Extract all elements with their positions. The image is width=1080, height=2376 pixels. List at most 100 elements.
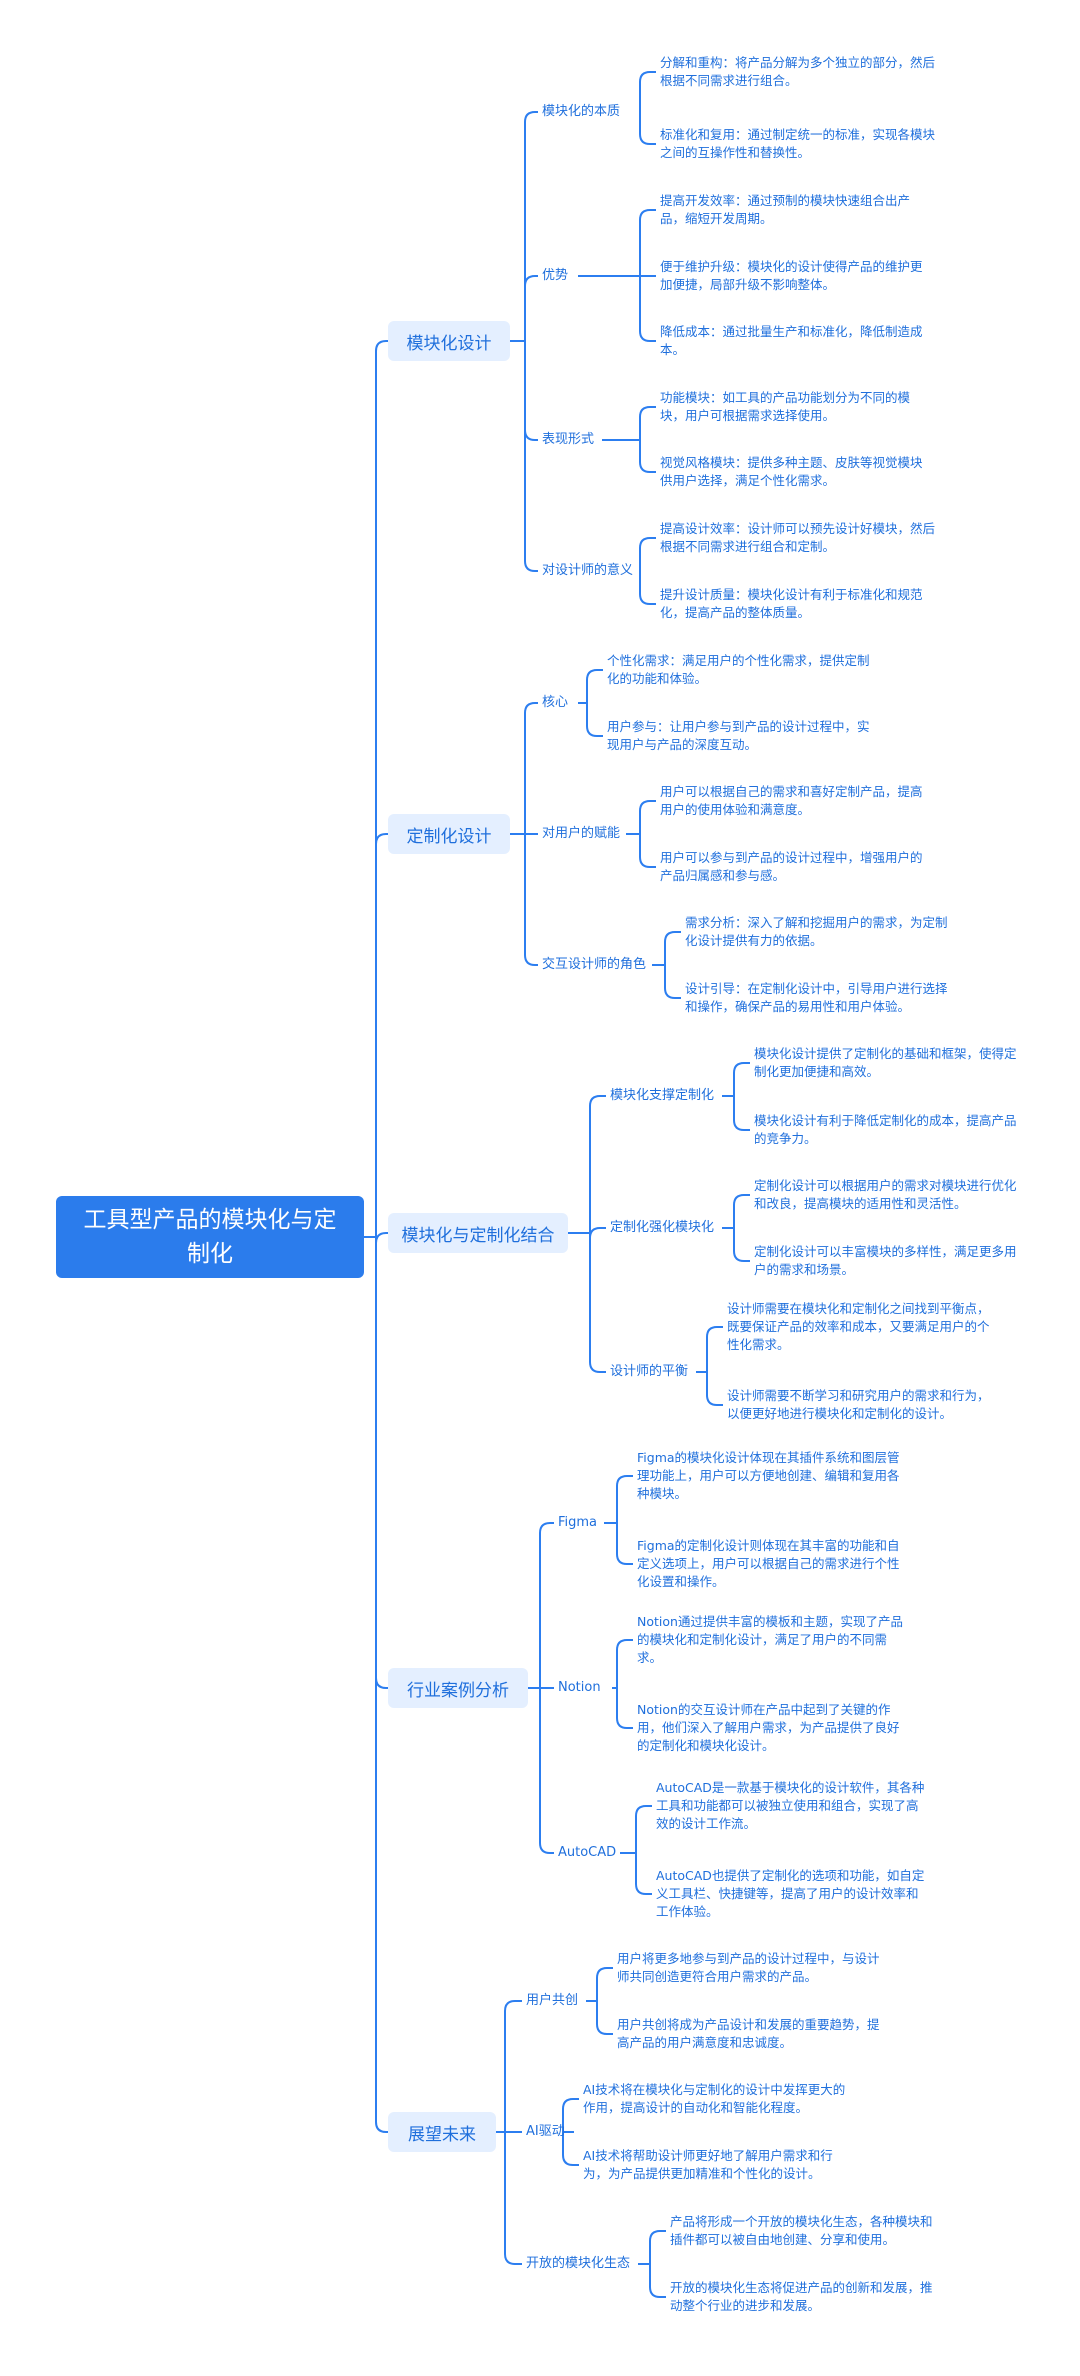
leaf-node[interactable]: Notion的交互设计师在产品中起到了关键的作用，他们深入了解用户需求，为产品提… [637, 1702, 900, 1753]
leaf-node[interactable]: 分解和重构：将产品分解为多个独立的部分，然后根据不同需求进行组合。 [660, 55, 936, 88]
leaf-connector [616, 1688, 633, 1729]
leaf-node[interactable]: 提高开发效率：通过预制的模块快速组合出产品，缩短开发周期。 [660, 193, 911, 226]
root-node[interactable]: 工具型产品的模块化与定制化 [56, 1196, 364, 1278]
leaf-connector [706, 1372, 723, 1406]
subtopic-node[interactable]: 核心 [542, 695, 569, 710]
subtopic-connector [504, 2132, 522, 2265]
leaf-connector [639, 834, 656, 868]
leaf-node[interactable]: 用户参与：让用户参与到产品的设计过程中，实现用户与产品的深度互动。 [607, 719, 870, 752]
subtopic-node[interactable]: 模块化的本质 [542, 104, 621, 119]
leaf-connector [596, 1967, 613, 2001]
leaf-connector [649, 2230, 666, 2264]
root-title: 工具型产品的模块化与定制化 [83, 1207, 337, 1267]
leaf-node[interactable]: 用户共创将成为产品设计和发展的重要趋势，提高产品的用户满意度和忠诚度。 [617, 2017, 880, 2050]
leaf-node[interactable]: 模块化设计有利于降低定制化的成本，提高产品的竞争力。 [754, 1113, 1017, 1146]
leaf-node[interactable]: 视觉风格模块：提供多种主题、皮肤等视觉模块供用户选择，满足个性化需求。 [660, 455, 923, 488]
subtopic-connector [524, 702, 538, 834]
leaf-connector [562, 2132, 579, 2166]
subtopic-connector [539, 1688, 554, 1854]
branch-connector [375, 1237, 388, 1689]
leaf-node[interactable]: AutoCAD是一款基于模块化的设计软件，其各种工具和功能都可以被独立使用和组合… [656, 1780, 925, 1831]
leaf-node[interactable]: 标准化和复用：通过制定统一的标准，实现各模块之间的互操作性和替换性。 [660, 127, 936, 160]
leaf-node[interactable]: 设计师需要不断学习和研究用户的需求和行为，以便更好地进行模块化和定制化的设计。 [727, 1388, 990, 1421]
subtopic-node[interactable]: 优势 [542, 268, 569, 283]
leaf-node[interactable]: 个性化需求：满足用户的个性化需求，提供定制化的功能和体验。 [607, 653, 870, 686]
leaf-node[interactable]: AI技术将在模块化与定制化的设计中发挥更大的作用，提高设计的自动化和智能化程度。 [583, 2082, 846, 2115]
leaf-connector [639, 71, 656, 112]
leaf-node[interactable]: 功能模块：如工具的产品功能划分为不同的模块，用户可根据需求选择使用。 [660, 390, 911, 423]
leaf-node[interactable]: 降低成本：通过批量生产和标准化，降低制造成本。 [660, 324, 923, 357]
subtopic-node[interactable]: 模块化支撑定制化 [610, 1088, 715, 1103]
subtopic-node[interactable]: 开放的模块化生态 [526, 2256, 631, 2271]
leaf-connector [562, 2098, 579, 2132]
leaf-connector [649, 2264, 666, 2298]
leaf-node[interactable]: 模块化设计提供了定制化的基础和框架，使得定制化更加便捷和高效。 [754, 1046, 1017, 1079]
leaf-node[interactable]: 用户可以参与到产品的设计过程中，增强用户的产品归属感和参与感。 [660, 850, 923, 883]
leaf-node[interactable]: 提升设计质量：模块化设计有利于标准化和规范化，提高产品的整体质量。 [660, 587, 923, 620]
branch-label: 模块化与定制化结合 [401, 1225, 555, 1246]
leaf-connector [639, 406, 656, 440]
subtopic-node[interactable]: 定制化强化模块化 [610, 1220, 715, 1235]
leaf-connector [733, 1096, 750, 1131]
leaf-connector [639, 209, 656, 276]
leaf-node[interactable]: Notion通过提供丰富的模板和主题，实现了产品的模块化和定制化设计，满足了用户… [637, 1614, 903, 1665]
leaf-node[interactable]: 用户可以根据自己的需求和喜好定制产品，提高用户的使用体验和满意度。 [660, 784, 923, 817]
subtopic-node[interactable]: 用户共创 [526, 1993, 579, 2008]
branch-connector [375, 1237, 388, 2133]
subtopic-node[interactable]: AI驱动 [526, 2124, 565, 2139]
leaf-node[interactable]: 设计引导：在定制化设计中，引导用户进行选择和操作，确保产品的易用性和用户体验。 [685, 981, 948, 1014]
leaf-node[interactable]: 提高设计效率：设计师可以预先设计好模块，然后根据不同需求进行组合和定制。 [660, 521, 936, 554]
leaf-connector [616, 1523, 633, 1565]
subtopic-connector [524, 341, 538, 441]
leaf-node[interactable]: 定制化设计可以根据用户的需求对模块进行优化和改良，提高模块的适用性和灵活性。 [754, 1178, 1017, 1211]
leaf-connector [596, 2001, 613, 2035]
subtopic-node[interactable]: 表现形式 [542, 432, 595, 447]
subtopic-node[interactable]: Figma [558, 1515, 598, 1530]
branch-node-case-studies[interactable]: 行业案例分析 [388, 1668, 528, 1708]
leaf-node[interactable]: AI技术将帮助设计师更好地了解用户需求和行为，为产品提供更加精准和个性化的设计。 [583, 2148, 833, 2181]
branch-label: 展望未来 [408, 2124, 476, 2145]
subtopic-node[interactable]: Notion [558, 1680, 601, 1695]
leaf-node[interactable]: Figma的定制化设计则体现在其丰富的功能和自定义选项上，用户可以根据自己的需求… [637, 1538, 900, 1589]
subtopic-node[interactable]: 对用户的赋能 [542, 826, 621, 841]
leaf-node[interactable]: 用户将更多地参与到产品的设计过程中，与设计师共同创造更符合用户需求的产品。 [617, 1951, 880, 1984]
branch-connector [375, 1232, 388, 1244]
branch-node-future-outlook[interactable]: 展望未来 [388, 2112, 496, 2152]
leaf-connector [733, 1228, 750, 1262]
leaf-connector [616, 1475, 633, 1523]
leaf-connector [733, 1062, 750, 1096]
leaf-connector [664, 965, 681, 999]
leaf-connector [664, 931, 681, 965]
subtopic-connector [589, 1233, 606, 1373]
leaf-connector [616, 1639, 633, 1688]
branch-node-modular-design[interactable]: 模块化设计 [388, 321, 510, 361]
leaf-node[interactable]: AutoCAD也提供了定制化的选项和功能，如自定义工具栏、快捷键等，提高了用户的… [656, 1868, 925, 1919]
leaf-connector [639, 571, 656, 605]
leaf-connector [733, 1194, 750, 1228]
leaf-node[interactable]: 定制化设计可以丰富模块的多样性，满足更多用户的需求和场景。 [754, 1244, 1017, 1277]
leaf-connector [635, 1805, 652, 1853]
leaf-connector [586, 703, 603, 737]
leaf-node[interactable]: 开放的模块化生态将促进产品的创新和发展，推动整个行业的进步和发展。 [670, 2280, 933, 2313]
subtopic-node[interactable]: 对设计师的意义 [542, 563, 634, 578]
subtopic-node[interactable]: 交互设计师的角色 [542, 957, 647, 972]
branch-node-custom-design[interactable]: 定制化设计 [388, 814, 510, 854]
branch-connector [375, 340, 388, 1237]
branch-label: 行业案例分析 [407, 1680, 509, 1701]
leaf-node[interactable]: 便于维护升级：模块化的设计使得产品的维护更加便捷，局部升级不影响整体。 [660, 259, 923, 292]
subtopic-connector [524, 275, 538, 341]
leaf-node[interactable]: 设计师需要在模块化和定制化之间找到平衡点，既要保证产品的效率和成本，又要满足用户… [727, 1301, 990, 1352]
leaf-connector [639, 440, 656, 473]
leaf-node[interactable]: 产品将形成一个开放的模块化生态，各种模块和插件都可以被自由地创建、分享和使用。 [670, 2214, 933, 2247]
leaf-node[interactable]: Figma的模块化设计体现在其插件系统和图层管理功能上，用户可以方便地创建、编辑… [637, 1450, 900, 1501]
branch-label: 模块化设计 [406, 333, 492, 354]
leaf-connector [635, 1853, 652, 1895]
subtopic-connector [524, 834, 538, 966]
subtopic-node[interactable]: AutoCAD [558, 1845, 617, 1860]
leaf-connector [586, 669, 603, 703]
leaf-node[interactable]: 需求分析：深入了解和挖掘用户的需求，为定制化设计提供有力的依据。 [685, 915, 948, 948]
branch-node-combination[interactable]: 模块化与定制化结合 [388, 1213, 568, 1253]
subtopic-node[interactable]: 设计师的平衡 [610, 1364, 689, 1379]
leaf-connector [639, 112, 656, 145]
